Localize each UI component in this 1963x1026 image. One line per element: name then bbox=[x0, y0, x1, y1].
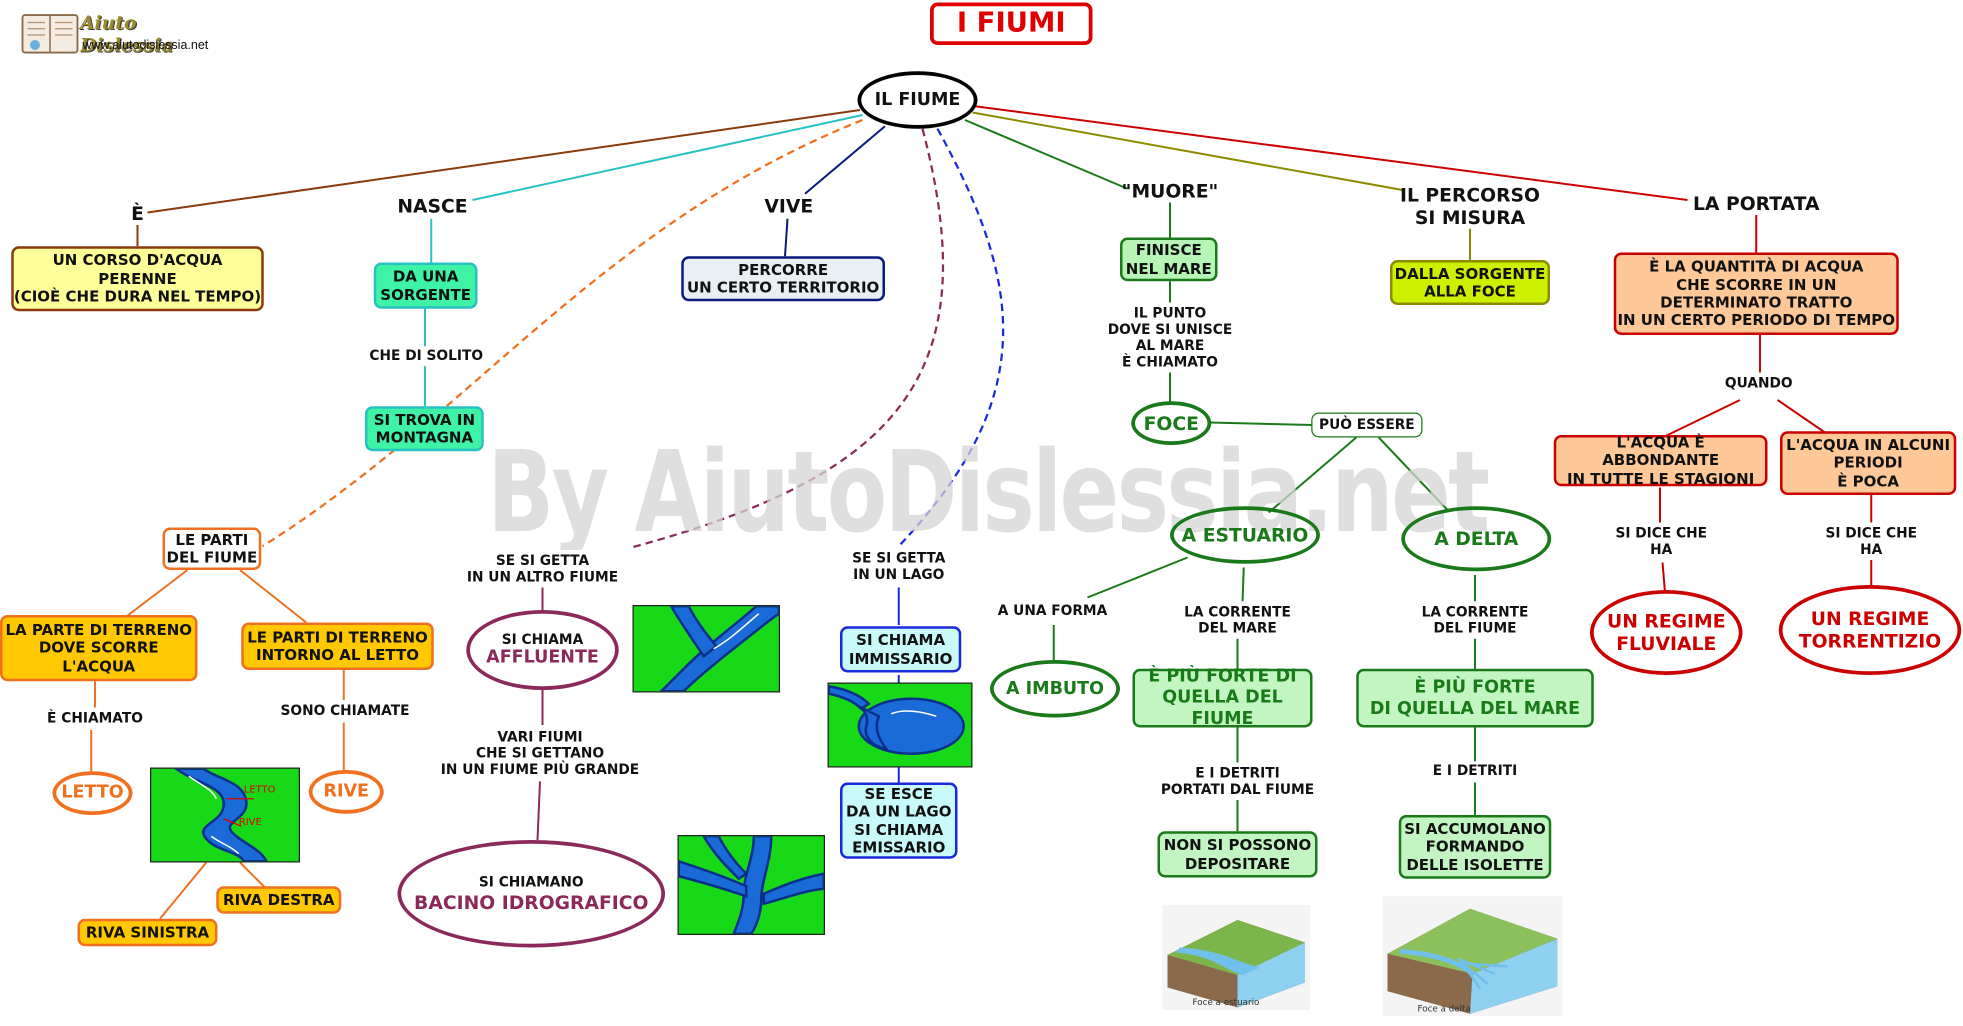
logo: Aiuto Dislessia www.aiutodislessia.net bbox=[20, 10, 233, 60]
bacino-main: BACINO IDROGRAFICO bbox=[414, 890, 649, 914]
regime-fluviale: UN REGIME FLUVIALE bbox=[1590, 590, 1743, 675]
estuario-detriti-label: E I DETRITI PORTATI DAL FIUME bbox=[1147, 762, 1328, 800]
delta-box2: SI ACCUMOLANO FORMANDO DELLE ISOLETTE bbox=[1398, 815, 1552, 879]
line-center-e bbox=[147, 109, 861, 214]
e-title: È bbox=[131, 202, 144, 226]
muore-title: "MUORE" bbox=[1121, 180, 1219, 203]
bacino-node: SI CHIAMANO BACINO IDROGRAFICO bbox=[397, 840, 665, 948]
portata-right-box: L'ACQUA IN ALCUNI PERIODI È POCA bbox=[1780, 431, 1957, 495]
page-title: I FIUMI bbox=[930, 2, 1093, 45]
parti-right-label: SONO CHIAMATE bbox=[275, 700, 415, 723]
affluente-main: AFFLUENTE bbox=[486, 647, 599, 668]
line-center-nasce bbox=[472, 114, 863, 201]
line-center-vive bbox=[804, 125, 886, 195]
line-center-parti bbox=[261, 118, 863, 548]
delta-corrente-label: LA CORRENTE DEL FIUME bbox=[1407, 601, 1543, 639]
lago-label: SE SI GETTA IN UN LAGO bbox=[837, 547, 960, 585]
parti-left-box: LA PARTE DI TERRENO DOVE SCORRE L'ACQUA bbox=[0, 615, 198, 682]
riva-sinistra: RIVA SINISTRA bbox=[77, 918, 218, 947]
logo-url[interactable]: www.aiutodislessia.net bbox=[82, 38, 209, 53]
puo-essere-label: PUÒ ESSERE bbox=[1311, 412, 1423, 438]
immissario-box: SI CHIAMA IMMISSARIO bbox=[840, 626, 962, 673]
parti-title: LE PARTI DEL FIUME bbox=[162, 527, 262, 570]
foce-delta-caption: Foce a delta bbox=[1417, 1003, 1471, 1014]
vive-title: VIVE bbox=[764, 195, 814, 218]
estuario-box2: NON SI POSSONO DEPOSITARE bbox=[1157, 831, 1318, 878]
delta-box: È PIÙ FORTE DI QUELLA DEL MARE bbox=[1356, 668, 1594, 728]
imbuto-node: A IMBUTO bbox=[990, 660, 1120, 718]
nasce-label: CHE DI SOLITO bbox=[360, 346, 493, 367]
watermark: By AiutoDislessia.net bbox=[487, 429, 1490, 559]
estuario-corrente-label: LA CORRENTE DEL MARE bbox=[1172, 601, 1303, 639]
affluente-label2: VARI FIUMI CHE SI GETTANO IN UN FIUME PI… bbox=[430, 725, 650, 782]
line-center-percorso bbox=[972, 111, 1403, 191]
river-parts-rive-text: RIVE bbox=[238, 816, 262, 828]
portata-right-label: SI DICE CHE HA bbox=[1815, 522, 1928, 560]
logo-name: Aiuto Dislessia bbox=[80, 11, 174, 57]
letto-node: LETTO bbox=[52, 771, 133, 815]
muore-box1: FINISCE NEL MARE bbox=[1120, 237, 1218, 282]
foce-estuario-image: Foce a estuario bbox=[1162, 905, 1310, 1010]
river-parts-letto-text: LETTO bbox=[243, 783, 276, 795]
muore-label: IL PUNTO DOVE SI UNISCE AL MARE È CHIAMA… bbox=[1095, 302, 1245, 373]
line-center-affluente bbox=[630, 128, 945, 549]
portata-left-label: SI DICE CHE HA bbox=[1605, 522, 1718, 560]
foce-estuario-caption: Foce a estuario bbox=[1192, 997, 1260, 1008]
parti-left-label: È CHIAMATO bbox=[37, 707, 153, 730]
regime-torrentizio: UN REGIME TORRENTIZIO bbox=[1778, 585, 1962, 675]
line-center-muore bbox=[964, 119, 1128, 190]
affluente-pre: SI CHIAMA bbox=[501, 631, 584, 648]
delta-node: A DELTA bbox=[1401, 506, 1552, 572]
rive-node: RIVE bbox=[308, 770, 384, 814]
foce-delta-image: Foce a delta bbox=[1382, 896, 1563, 1017]
percorso-title: IL PERCORSO SI MISURA bbox=[1399, 183, 1541, 229]
lago-image bbox=[827, 682, 973, 768]
affluente-image bbox=[632, 605, 780, 693]
bacino-pre: SI CHIAMANO bbox=[478, 874, 584, 891]
river-parts-image: LETTO RIVE bbox=[150, 767, 300, 863]
line-center-portata bbox=[974, 105, 1688, 201]
portata-quando-label: QUANDO bbox=[1717, 373, 1800, 394]
delta-detriti-label: E I DETRITI bbox=[1412, 761, 1538, 782]
portata-desc: È LA QUANTITÀ DI ACQUA CHE SCORRE IN UN … bbox=[1613, 252, 1899, 335]
portata-left-box: L'ACQUA È ABBONDANTE IN TUTTE LE STAGION… bbox=[1553, 434, 1768, 487]
parti-right-box: LE PARTI DI TERRENO INTORNO AL LETTO bbox=[241, 622, 434, 670]
book-icon bbox=[21, 14, 79, 54]
vive-desc: PERCORRE UN CERTO TERRITORIO bbox=[681, 256, 885, 302]
estuario-box: È PIÙ FORTE DI QUELLA DEL FIUME bbox=[1132, 667, 1313, 729]
estuario-forma-label: A UNA FORMA bbox=[990, 601, 1115, 622]
affluente-node: SI CHIAMA AFFLUENTE bbox=[466, 610, 619, 690]
nasce-box1: DA UNA SORGENTE bbox=[373, 262, 478, 309]
nasce-title: NASCE bbox=[397, 195, 468, 218]
bacino-image bbox=[677, 835, 825, 935]
e-desc: UN CORSO D'ACQUA PERENNE (CIOÈ CHE DURA … bbox=[11, 246, 264, 312]
portata-title: LA PORTATA bbox=[1692, 192, 1820, 216]
line-center-lago bbox=[896, 128, 1005, 549]
estuario-node: A ESTUARIO bbox=[1170, 506, 1320, 564]
foce-node: FOCE bbox=[1131, 401, 1212, 445]
center-node: IL FIUME bbox=[857, 71, 978, 129]
affluente-label: SE SI GETTA IN UN ALTRO FIUME bbox=[450, 550, 635, 588]
emissario-box: SE ESCE DA UN LAGO SI CHIAMA EMISSARIO bbox=[840, 782, 958, 859]
riva-destra: RIVA DESTRA bbox=[216, 886, 342, 914]
nasce-box2: SI TROVA IN MONTAGNA bbox=[365, 406, 484, 452]
percorso-desc: DALLA SORGENTE ALLA FOCE bbox=[1390, 260, 1550, 305]
